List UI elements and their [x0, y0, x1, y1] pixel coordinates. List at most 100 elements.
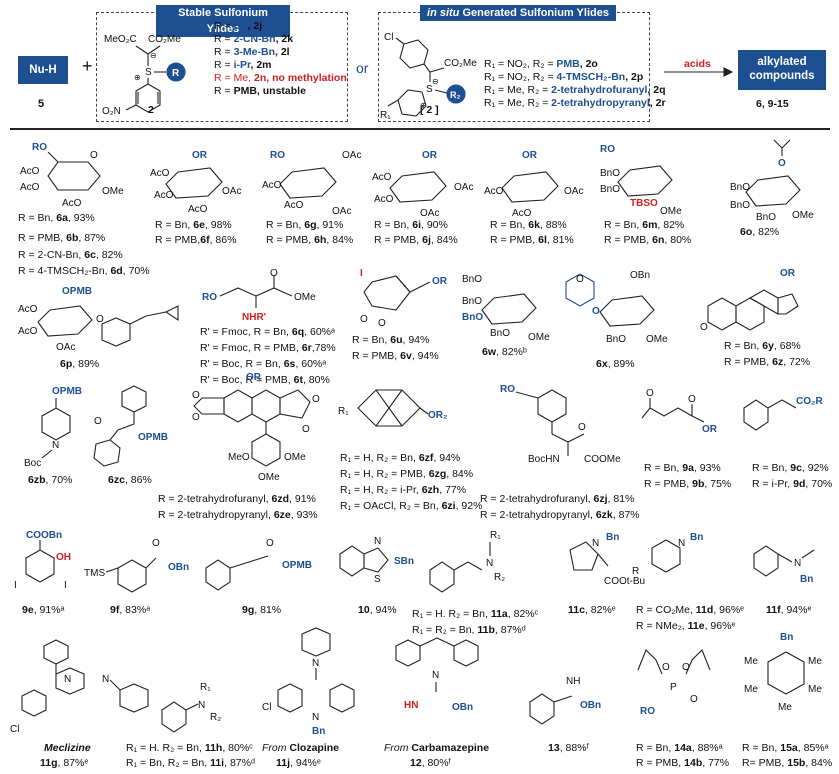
svg-text:BnO: BnO — [462, 296, 482, 307]
caption-6t: R' = Boc, R = PMB, 6t, 80% — [200, 374, 330, 386]
svg-text:OPMB: OPMB — [138, 432, 168, 443]
svg-text:Cl: Cl — [384, 32, 393, 43]
svg-text:OAc: OAc — [564, 186, 583, 197]
svg-text:SBn: SBn — [394, 556, 414, 567]
svg-text:⊕: ⊕ — [134, 73, 141, 82]
insitu-item-2: R₁ = Me, R₂ = 2-tetrahydrofuranyl, 2q — [484, 84, 666, 96]
svg-text:R: R — [632, 566, 639, 577]
svg-text:N: N — [592, 538, 599, 549]
svg-text:N: N — [486, 558, 493, 569]
plus-sign: + — [82, 56, 93, 76]
svg-text:TMS: TMS — [84, 568, 105, 579]
svg-text:MeO: MeO — [228, 452, 250, 463]
svg-text:O: O — [96, 314, 104, 325]
svg-text:S: S — [374, 574, 381, 585]
svg-text:Bn: Bn — [800, 574, 813, 585]
svg-text:Me: Me — [778, 702, 792, 713]
stable-ylide-structure: MeO₂C CO₂Me ⊖ S ⊕ R O₂N — [102, 34, 186, 117]
svg-text:OBn: OBn — [580, 700, 601, 711]
svg-text:AcO: AcO — [374, 194, 394, 205]
svg-text:I: I — [14, 580, 17, 591]
svg-text:OAc: OAc — [454, 182, 473, 193]
svg-text:AcO: AcO — [18, 326, 38, 337]
svg-text:O: O — [192, 390, 200, 401]
svg-text:OAc: OAc — [420, 208, 439, 219]
svg-text:⊖: ⊖ — [432, 77, 439, 86]
svg-text:R₂: R₂ — [494, 572, 505, 583]
svg-text:OR: OR — [702, 424, 718, 435]
compound-6zb-structure: OPMB N Boc — [24, 386, 82, 469]
insitu-item-3: R₁ = Me, R₂ = 2-tetrahydropyranyl, 2r — [484, 97, 666, 109]
svg-text:Bn: Bn — [312, 726, 325, 737]
svg-text:O: O — [94, 416, 102, 427]
caption-6l: R = PMB, 6l, 81% — [490, 234, 574, 246]
stable-item-4: R = Me, 2n, no methylation — [214, 72, 347, 84]
svg-text:OPMB: OPMB — [62, 286, 92, 297]
svg-text:R: R — [172, 68, 180, 79]
caption-11g-name: Meclizine — [44, 742, 91, 754]
stable-ylide-number: 2 — [148, 104, 154, 116]
ester-label-2: CO₂Me — [148, 34, 181, 45]
svg-text:N: N — [432, 670, 439, 681]
svg-text:COOt-Bu: COOt-Bu — [604, 576, 645, 587]
svg-text:I: I — [64, 580, 67, 591]
caption-6zb: 6zb, 70% — [28, 474, 73, 486]
caption-6j: R = PMB, 6j, 84% — [374, 234, 458, 246]
svg-text:RO: RO — [640, 706, 655, 717]
or-text: or — [356, 60, 369, 76]
svg-text:⊖: ⊖ — [150, 51, 157, 60]
svg-text:OR: OR — [192, 150, 208, 161]
product-number: 6, 9-15 — [756, 98, 789, 110]
divider — [10, 128, 830, 130]
svg-text:N: N — [794, 558, 801, 569]
caption-14b: R = PMB, 14b, 77% — [636, 757, 730, 769]
svg-text:BnO: BnO — [600, 168, 620, 179]
svg-text:P: P — [670, 682, 677, 693]
acids-label: acids — [684, 58, 711, 70]
svg-text:O: O — [312, 394, 320, 405]
svg-text:Cl: Cl — [262, 702, 271, 713]
caption-11e: R = NMe₂, 11e, 96%ᵉ — [636, 620, 736, 632]
svg-text:AcO: AcO — [20, 166, 40, 177]
caption-6r: R' = Fmoc, R = PMB, 6r,78% — [200, 342, 336, 354]
reaction-arrow — [664, 67, 734, 77]
svg-text:O: O — [690, 694, 698, 705]
svg-text:O: O — [688, 394, 696, 405]
svg-text:OMe: OMe — [284, 452, 306, 463]
svg-text:NHR': NHR' — [242, 312, 266, 323]
svg-text:AcO: AcO — [188, 204, 208, 215]
svg-text:OR₂: OR₂ — [428, 410, 447, 421]
compound-6zf-structure: R₁ OR₂ — [338, 389, 447, 427]
svg-text:OMe: OMe — [102, 186, 124, 197]
caption-10: 10, 94% — [358, 604, 397, 616]
svg-text:OMe: OMe — [294, 292, 316, 303]
svg-text:O: O — [662, 662, 670, 673]
caption-6q: R' = Fmoc, R = Bn, 6q, 60%ᵃ — [200, 326, 335, 338]
stable-ylide-list: R = Bn, 2j R = 2-CN-Bn, 2k R = 3-Me-Bn, … — [214, 20, 347, 98]
caption-14a: R = Bn, 14a, 88%ᵃ — [636, 742, 723, 754]
svg-text:O: O — [778, 158, 786, 169]
svg-text:O: O — [646, 388, 654, 399]
caption-6zj: R = 2-tetrahydrofuranyl, 6zj, 81% — [480, 493, 635, 505]
svg-text:O: O — [578, 422, 586, 433]
caption-9d: R = i-Pr, 9d, 70% — [752, 478, 833, 490]
svg-text:OMe: OMe — [528, 332, 550, 343]
compound-11c-structure: NBn COOt-Bu — [569, 532, 645, 587]
svg-text:OMe: OMe — [792, 210, 814, 221]
nucleophile-box: Nu-H — [18, 56, 68, 84]
caption-11d: R = CO₂Me, 11d, 96%ᵉ — [636, 604, 745, 616]
stable-item-1: R = 2-CN-Bn, 2k — [214, 33, 294, 45]
svg-text:BnO: BnO — [490, 328, 510, 339]
svg-text:AcO: AcO — [154, 190, 174, 201]
sulfur-atom: S — [145, 67, 152, 78]
svg-text:AcO: AcO — [484, 186, 504, 197]
